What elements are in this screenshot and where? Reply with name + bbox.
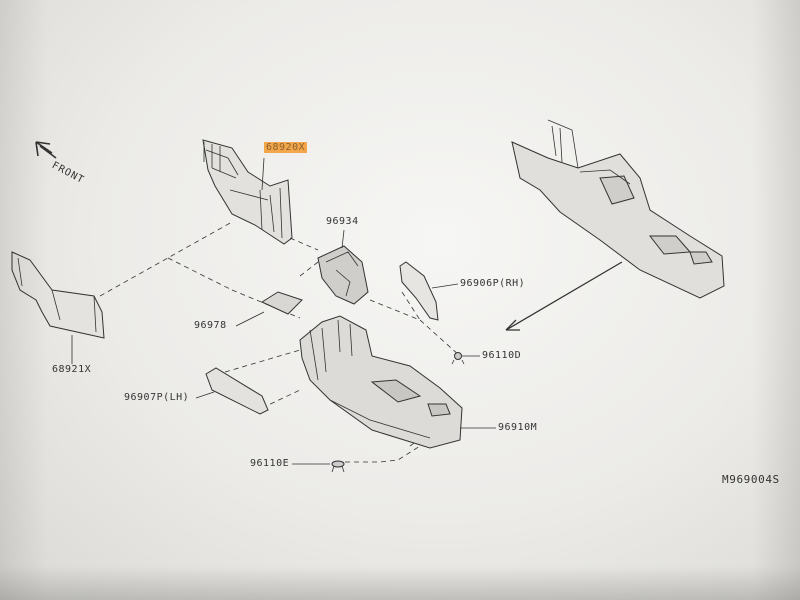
label-96978: 96978 <box>194 320 227 331</box>
part-96110d-shape <box>451 352 465 365</box>
label-96907: 96907P(LH) <box>124 392 190 403</box>
label-96906: 96906P(RH) <box>460 278 526 289</box>
dashed-guides <box>99 221 461 463</box>
part-96907-shape <box>205 367 269 415</box>
leader-96906 <box>431 283 459 289</box>
label-96110e: 96110E <box>250 458 290 469</box>
part-96910-shape <box>299 315 463 449</box>
leader-96934 <box>341 229 345 249</box>
label-68920: 68920X <box>264 142 308 153</box>
label-96110d: 96110D <box>482 350 522 361</box>
part-96110e-shape <box>331 460 345 473</box>
part-96978-shape <box>260 291 303 315</box>
leader-96978 <box>235 311 265 327</box>
label-96934: 96934 <box>326 216 359 227</box>
label-96910: 96910M <box>498 422 538 433</box>
front-arrow-icon <box>35 141 57 159</box>
diagram-code: M969004S <box>722 473 780 486</box>
assembly-arrow-icon <box>505 261 623 331</box>
part-96934-shape <box>317 245 369 305</box>
part-68921-shape <box>11 251 105 339</box>
leader-68920 <box>261 157 265 191</box>
assembled-console-shape <box>511 119 725 299</box>
label-68921: 68921X <box>52 364 92 375</box>
leader-96907 <box>195 391 215 399</box>
part-68920-shape <box>202 139 293 245</box>
part-96906-shape <box>399 261 439 321</box>
